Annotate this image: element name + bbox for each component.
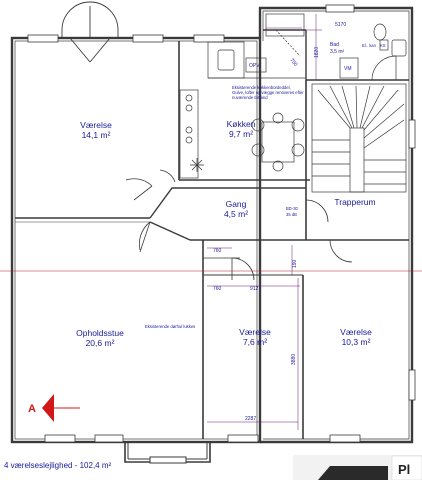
dining-table xyxy=(261,121,295,163)
door-right xyxy=(329,239,353,263)
kitchen-fixtures xyxy=(179,41,305,179)
doors xyxy=(125,169,353,281)
label-vm: VM xyxy=(344,66,352,72)
bay-window-top xyxy=(61,1,119,63)
window-top-3 xyxy=(193,34,225,43)
window-top-2 xyxy=(132,34,164,43)
room-name-bad: Bad xyxy=(330,42,339,48)
bath-door-arc xyxy=(371,55,397,81)
kitchen-sink xyxy=(217,49,235,71)
logo-text: Pl xyxy=(398,462,410,477)
dim-1820: 1820 xyxy=(314,47,320,58)
chair-5 xyxy=(272,112,284,124)
dim-5170: 5170 xyxy=(335,22,346,28)
room-name-vaerelse-right: Værelse xyxy=(340,327,372,337)
toilet-icon xyxy=(373,23,387,41)
room-name-vaerelse-mid: Værelse xyxy=(239,327,271,337)
window-bottom-2 xyxy=(227,434,259,443)
kitchen-note-2: Gulve, lofter og vægge renoveres efter xyxy=(232,90,304,95)
window-top-4 xyxy=(325,4,355,13)
apartment-label: 4 værelseslejlighed - 102,4 m² xyxy=(4,461,111,470)
window-bottom-4 xyxy=(94,434,124,443)
room-area-vaerelse-right: 10,3 m² xyxy=(342,337,371,347)
logo: Pl xyxy=(293,455,422,480)
chair-6 xyxy=(272,160,284,172)
gang-outline-lower xyxy=(149,221,191,241)
hob-4 xyxy=(185,136,193,144)
windows xyxy=(27,4,416,443)
bath-fixtures xyxy=(265,13,407,81)
room-area-vaerelse-top: 14,1 m² xyxy=(82,130,111,140)
staircase xyxy=(311,83,407,193)
window-right-1 xyxy=(408,119,416,149)
room-area-vaerelse-mid: 7,6 m² xyxy=(243,337,267,347)
label-bad-note: El.. kan xyxy=(362,43,377,48)
room-area-opholdsstue: 20,6 m² xyxy=(86,338,115,348)
window-right-2 xyxy=(408,369,416,401)
room-name-opholdsstue: Opholdsstue xyxy=(76,328,124,338)
room-area-bad: 3,5 m² xyxy=(330,49,345,55)
hob-2 xyxy=(185,104,193,112)
dimension-lines xyxy=(207,14,322,430)
outer-wall-right-lower xyxy=(260,240,414,444)
vm-box xyxy=(339,57,359,79)
walls xyxy=(10,6,414,444)
kitchen-counter-left xyxy=(179,89,199,179)
chair-2 xyxy=(251,143,265,157)
dim-2287: 2287 xyxy=(245,416,256,422)
opv-box xyxy=(245,57,267,73)
bath-sink xyxy=(391,39,407,57)
window-bottom-3 xyxy=(329,434,361,443)
section-marker-letter: A xyxy=(28,403,36,415)
living-note: Eksisterende dørhul lukkes xyxy=(145,324,195,329)
fan-icon xyxy=(190,158,204,172)
gang-note-1: BD-30 xyxy=(286,206,299,211)
dim-190: 190 xyxy=(292,259,298,268)
kitchen-note-1: Eksisterende køkkenbordeddel, xyxy=(232,85,291,90)
dim-3880: 3880 xyxy=(291,354,297,365)
logo-mark xyxy=(318,466,388,480)
door-living xyxy=(139,221,151,251)
door-kitchen xyxy=(159,169,176,183)
room-name-trapperum: Trapperum xyxy=(334,197,375,207)
hob-1 xyxy=(185,94,193,102)
room-name-vaerelse-top: Værelse xyxy=(80,120,112,130)
room-area-gang: 4,5 m² xyxy=(224,209,248,219)
bay-window-bottom xyxy=(124,442,211,464)
section-marker-arrow xyxy=(42,394,54,422)
gang-outline xyxy=(149,187,306,219)
door-stair xyxy=(305,199,329,223)
door-mid xyxy=(231,257,255,281)
room-name-kokken: Køkken xyxy=(227,119,256,129)
window-top-1 xyxy=(27,34,59,43)
shower-area xyxy=(265,13,305,37)
section-marker: A xyxy=(28,394,80,422)
ks-box xyxy=(379,39,389,51)
dim-760-top: 760 xyxy=(213,248,222,254)
label-ks: KS xyxy=(380,43,386,48)
chair-3 xyxy=(291,118,305,132)
kitchen-note-3: nuværende tilstand xyxy=(232,95,268,100)
label-opv: OPV xyxy=(249,63,260,69)
chair-1 xyxy=(251,118,265,132)
gang-note-2: 35 dB xyxy=(286,212,297,217)
room-name-gang: Gang xyxy=(226,199,247,209)
room-area-kokken: 9,7 m² xyxy=(229,129,253,139)
inner-wall-line-right xyxy=(262,10,410,440)
chair-4 xyxy=(291,143,305,157)
door-vaerelse xyxy=(125,178,153,187)
dim-750: 750 xyxy=(288,57,298,67)
hob-3 xyxy=(185,126,193,134)
dim-760-bottom: 760 xyxy=(213,286,222,292)
dim-912: 912 xyxy=(250,286,259,292)
window-bottom-1 xyxy=(44,434,76,443)
kitchen-counter-top xyxy=(207,41,245,79)
